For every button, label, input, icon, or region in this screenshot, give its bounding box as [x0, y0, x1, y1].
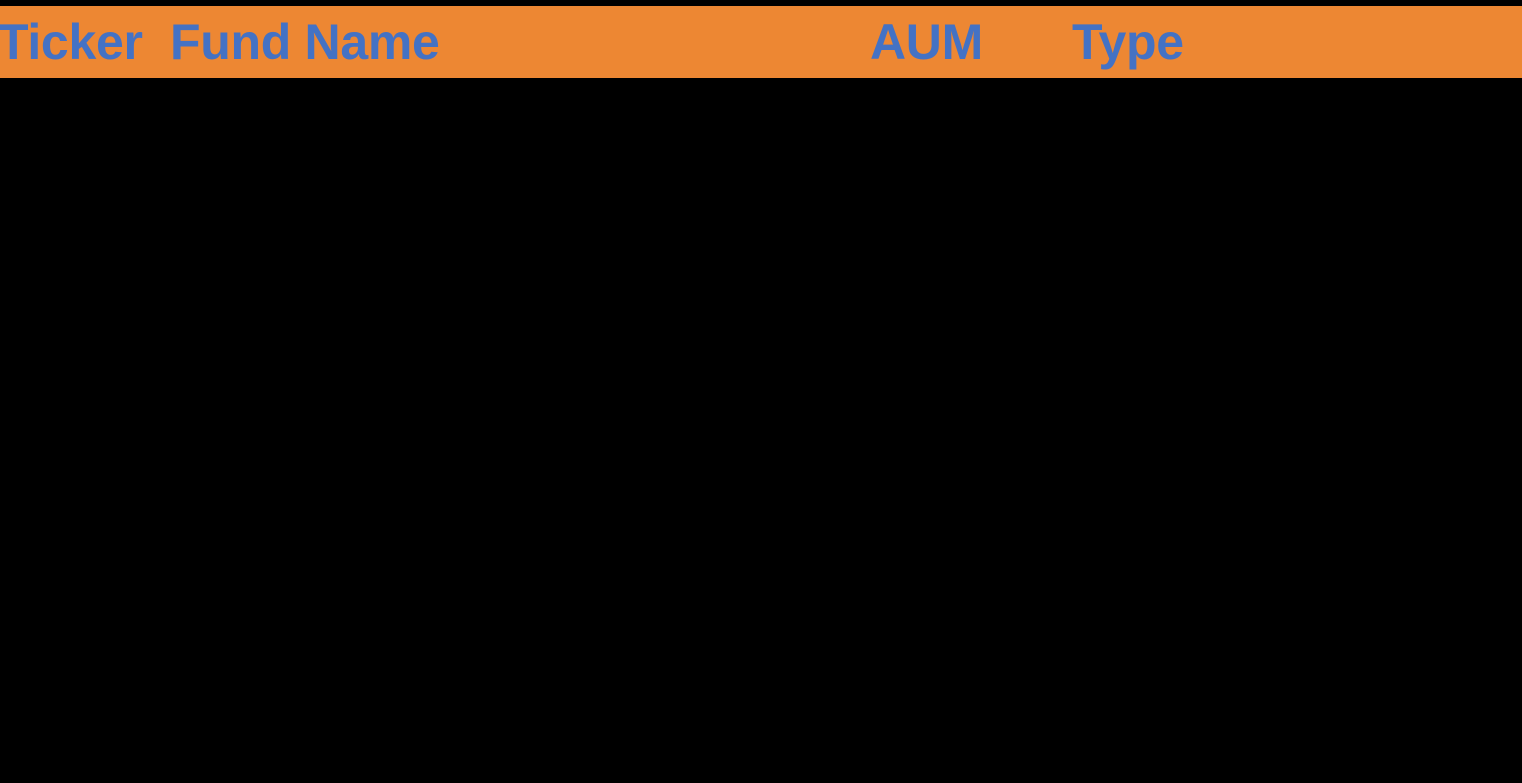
table-body	[0, 78, 1522, 783]
table-header-row: Ticker Fund Name AUM Type	[0, 6, 1522, 78]
column-header-ticker[interactable]: Ticker	[0, 14, 143, 70]
column-header-fund-name[interactable]: Fund Name	[170, 14, 440, 70]
column-header-type[interactable]: Type	[1072, 14, 1184, 70]
column-header-aum[interactable]: AUM	[870, 14, 983, 70]
table-body-empty-state	[0, 78, 1522, 783]
